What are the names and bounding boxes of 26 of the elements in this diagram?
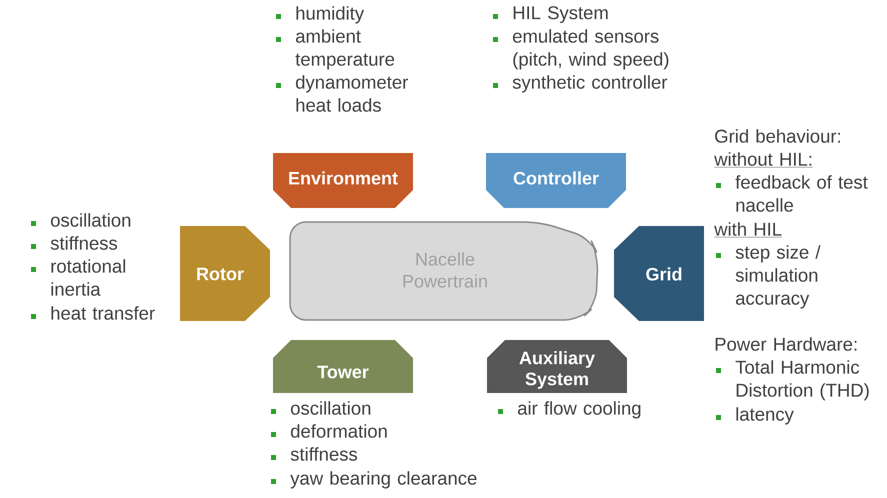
bullet-item: oscillation	[271, 401, 370, 415]
bullet-item: stiffness	[31, 236, 118, 250]
bullet-item: yaw bearing clearance	[271, 471, 476, 488]
bullet-item: synthetic controller	[493, 75, 668, 92]
bullet-item: step size / simulation accuracy	[716, 245, 821, 308]
bullet-item: HIL System	[493, 6, 608, 23]
heading-text: Power Hardware:	[716, 337, 856, 351]
bullet-item: emulated sensors (pitch, wind speed)	[493, 29, 668, 70]
heading-text: without HIL:	[714, 152, 814, 168]
heading-text: with HIL	[714, 222, 782, 238]
component-tab: Auxiliary System	[487, 340, 627, 393]
bullet-item: humidity	[276, 6, 364, 24]
heading-text: Grid behaviour:	[715, 129, 840, 143]
component-tab: Rotor	[180, 226, 270, 321]
bullet-item: oscillation	[31, 213, 130, 227]
bullet-item: Total Harmonic Distortion (THD)	[716, 360, 869, 400]
component-tab: Tower	[273, 340, 413, 393]
component-tab: Environment	[273, 153, 413, 208]
bullet-item: deformation	[271, 424, 387, 438]
bullet-item: latency	[716, 407, 794, 424]
bullet-item: dynamometer heat loads	[276, 75, 408, 112]
bullet-item: heat transfer	[31, 306, 155, 320]
component-tab: Controller	[486, 153, 626, 208]
component-tab: Grid	[614, 226, 704, 321]
bullet-item: air flow cooling	[498, 401, 640, 418]
bullet-item: stiffness	[271, 447, 358, 461]
